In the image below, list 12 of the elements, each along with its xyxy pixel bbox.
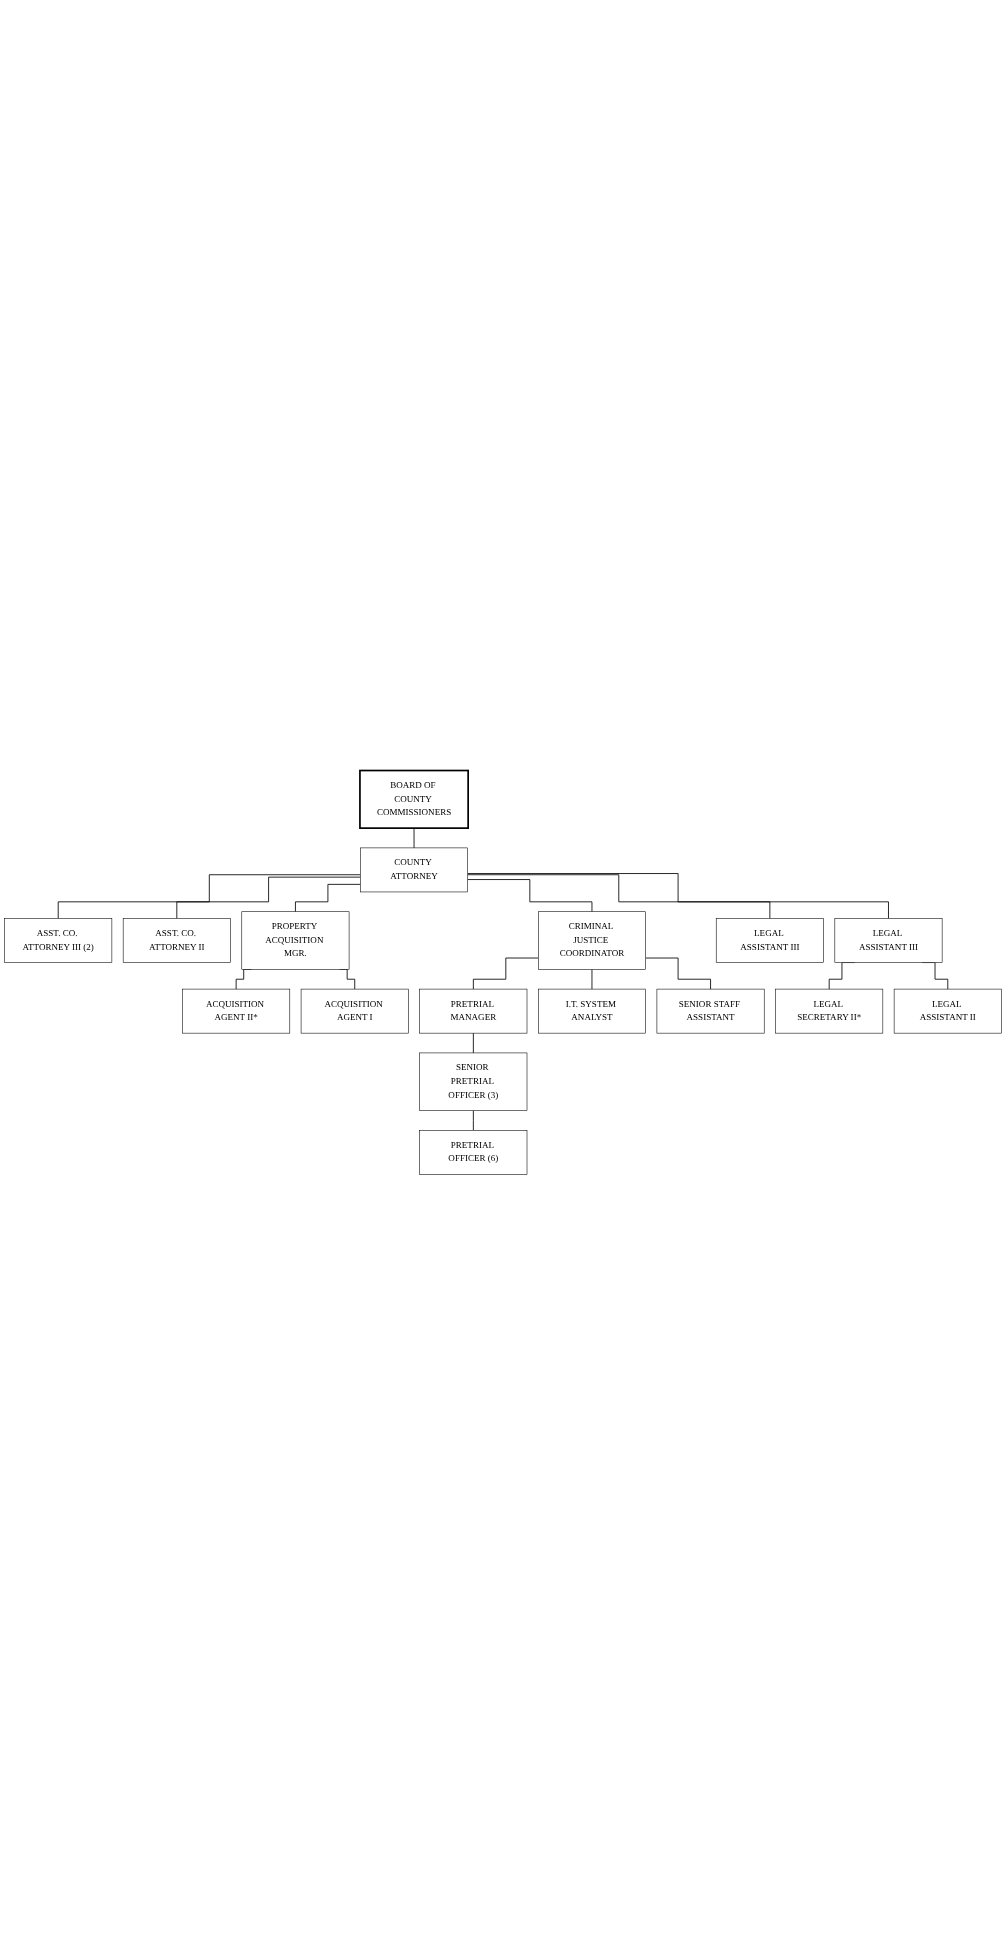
connector [467, 878, 593, 912]
connector [472, 957, 539, 990]
connector [591, 968, 593, 990]
connector [472, 1032, 474, 1053]
connector [176, 876, 361, 919]
connector [467, 873, 771, 919]
connector [467, 872, 889, 919]
connector [57, 873, 361, 919]
connector [472, 1109, 474, 1131]
connector [413, 827, 415, 848]
connector [645, 957, 711, 990]
connector [295, 883, 361, 912]
